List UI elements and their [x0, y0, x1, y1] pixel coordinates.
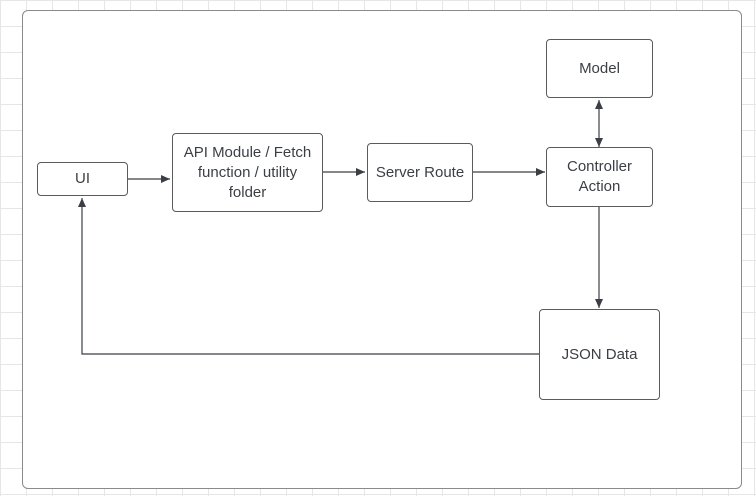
- json-data-node-label: JSON Data: [561, 345, 638, 363]
- json-data-node[interactable]: JSON Data: [539, 309, 660, 400]
- ui-node-label: UI: [75, 170, 90, 187]
- server-route-node-label: Server Route: [375, 163, 465, 181]
- controller-action-node[interactable]: Controller Action: [546, 147, 653, 207]
- model-node[interactable]: Model: [546, 39, 653, 98]
- api-module-node-label: API Module / Fetch function / utility fo…: [183, 143, 312, 201]
- controller-action-node-label: Controller Action: [566, 158, 633, 195]
- ui-node[interactable]: UI: [37, 162, 128, 196]
- api-module-node[interactable]: API Module / Fetch function / utility fo…: [172, 133, 323, 212]
- server-route-node[interactable]: Server Route: [367, 143, 473, 202]
- model-node-label: Model: [579, 59, 620, 77]
